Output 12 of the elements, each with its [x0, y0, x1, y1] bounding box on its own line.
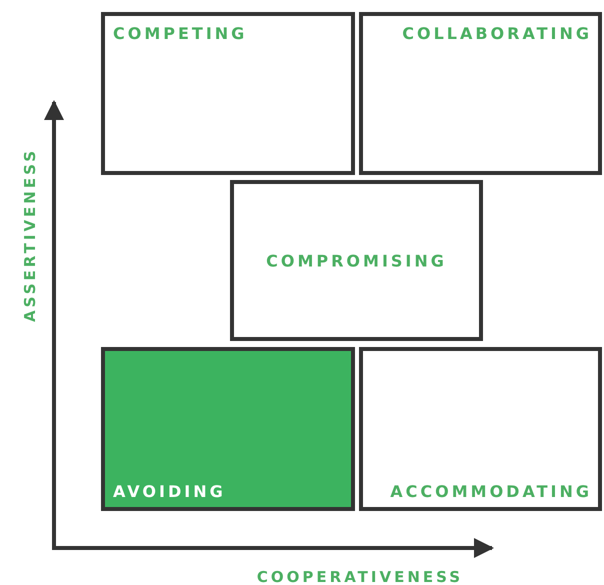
category-label: COMPETING	[113, 24, 248, 43]
axis-label: COOPERATIVENESS	[256, 568, 464, 585]
category-label: AVOIDING	[113, 482, 226, 501]
quadrant-box	[101, 12, 355, 175]
highlighted-quadrant-box	[101, 347, 355, 511]
quadrant-box	[359, 347, 602, 511]
category-label: ACCOMMODATING	[390, 482, 592, 501]
category-label: COMPROMISING	[266, 251, 447, 270]
axis-label: ASSERTIVENESS	[21, 148, 39, 322]
category-label: COLLABORATING	[402, 24, 592, 43]
quadrant-box	[359, 12, 602, 175]
center-box	[230, 180, 483, 341]
